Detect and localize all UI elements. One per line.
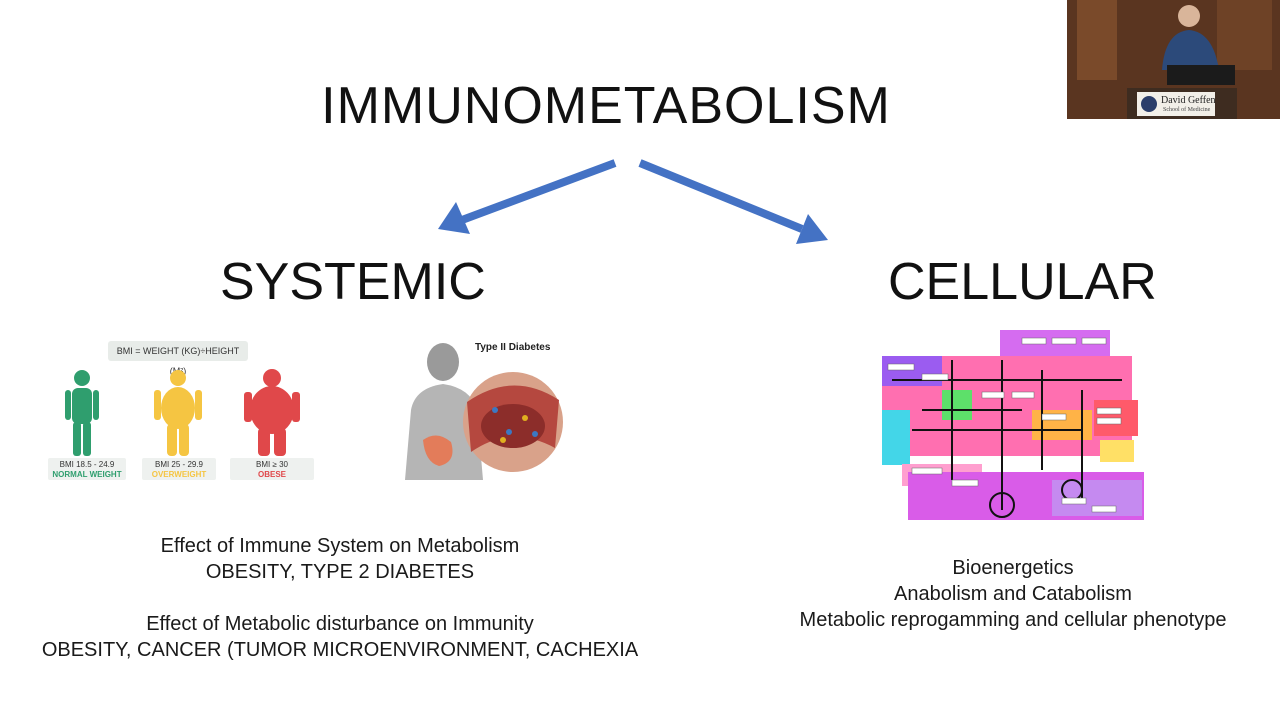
metabolic-pathway-map: [882, 330, 1144, 520]
arrow-left: [460, 159, 617, 224]
systemic-caption: Effect of Immune System on Metabolism OB…: [20, 533, 660, 663]
cellular-caption: Bioenergetics Anabolism and Catabolism M…: [740, 555, 1280, 633]
arrow-right-head: [796, 214, 828, 244]
obese-figure: [244, 369, 300, 456]
overweight-figure: [154, 370, 202, 456]
podium-subtext: School of Medicine: [1163, 107, 1211, 113]
bmi-category-obese: BMI ≥ 30 OBESE: [230, 458, 314, 480]
normal-weight-figure: [65, 370, 99, 456]
bmi-people: [65, 369, 300, 456]
arrow-left-head: [438, 202, 470, 234]
caption-line: Metabolic reprogamming and cellular phen…: [799, 609, 1227, 631]
cellular-heading: CELLULAR: [888, 253, 1157, 311]
diabetes-title: Type II Diabetes: [475, 342, 551, 353]
webcam-scene: [1067, 0, 1280, 119]
bmi-range: BMI 25 - 29.9: [154, 460, 204, 469]
caption-line: Effect of Immune System on Metabolism: [160, 535, 520, 557]
bmi-category-normal: BMI 18.5 - 24.9 NORMAL WEIGHT: [48, 458, 126, 480]
bmi-range: BMI 18.5 - 24.9: [59, 460, 115, 469]
bmi-label: OBESE: [257, 470, 286, 479]
bmi-figure: BMI = WEIGHT (KG)÷HEIGHT (M²): [40, 332, 330, 482]
bmi-category-overweight: BMI 25 - 29.9 OVERWEIGHT: [142, 458, 216, 480]
caption-line: Effect of Metabolic disturbance on Immun…: [146, 613, 534, 635]
slide-title: IMMUNOMETABOLISM: [321, 77, 891, 135]
caption-line: OBESITY, CANCER (TUMOR MICROENVIRONMENT,…: [41, 639, 639, 661]
caption-line: OBESITY, TYPE 2 DIABETES: [205, 561, 475, 583]
bmi-range: BMI ≥ 30: [256, 460, 288, 469]
bmi-formula: BMI = WEIGHT (KG)÷HEIGHT (M²): [108, 341, 248, 376]
arrow-right: [638, 159, 804, 233]
systemic-heading: SYSTEMIC: [220, 253, 486, 311]
caption-line: Anabolism and Catabolism: [894, 583, 1132, 605]
bmi-label: OVERWEIGHT: [151, 470, 207, 479]
diabetes-illustration: Type II Diabetes: [385, 340, 565, 480]
podium-text: David Geffen: [1161, 95, 1216, 106]
speaker-webcam: David Geffen School of Medicine: [1067, 0, 1280, 119]
bmi-label: NORMAL WEIGHT: [52, 470, 122, 479]
caption-line: Bioenergetics: [952, 557, 1074, 579]
diabetes-artwork: [405, 343, 563, 480]
